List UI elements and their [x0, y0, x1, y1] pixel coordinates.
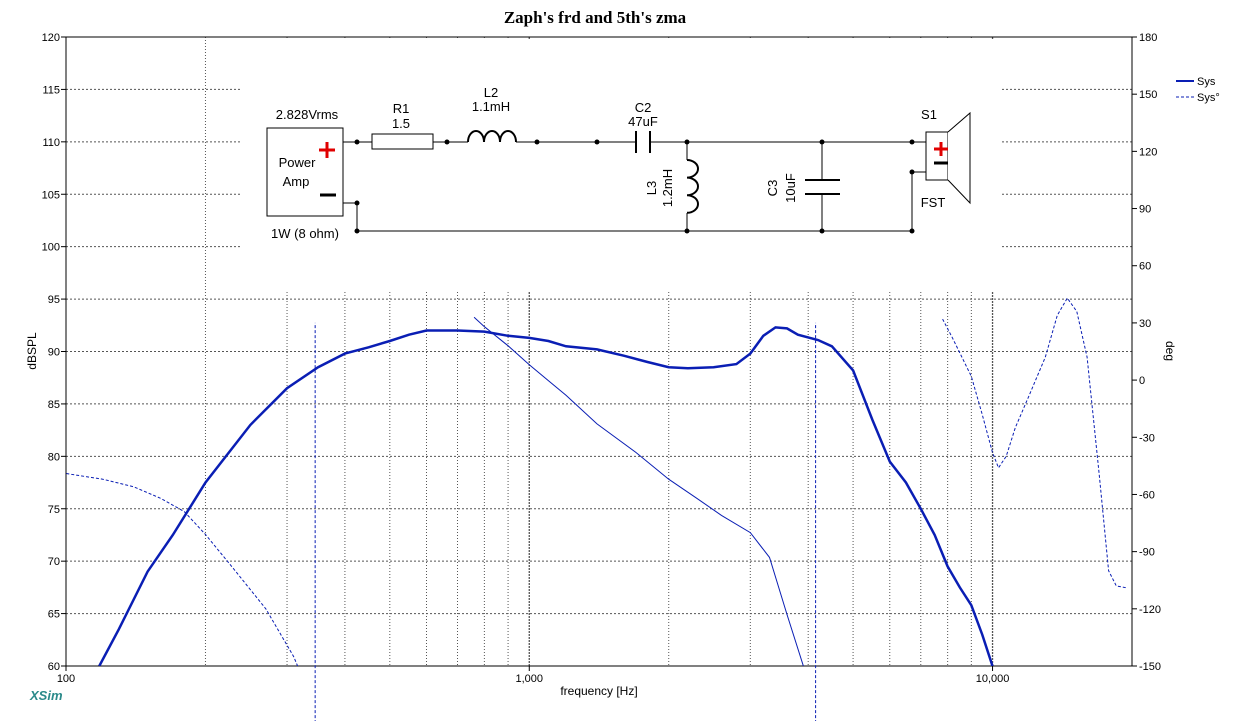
y2-tick-label: 180 — [1139, 32, 1157, 44]
legend-label-sys: Sys — [1197, 76, 1216, 88]
y-tick-label: 100 — [42, 242, 60, 254]
junction-dots — [354, 139, 915, 234]
y-tick-label: 85 — [48, 399, 60, 411]
x-tick-label: 100 — [57, 673, 75, 685]
amp-label-line2: Amp — [283, 174, 310, 189]
y-tick-label: 65 — [48, 609, 60, 621]
y-tick-label: 80 — [48, 451, 60, 463]
r1-value: 1.5 — [392, 116, 410, 131]
axis-ticks: 60 65 70 75 80 85 90 95 100 105 110 115 120 -150 -120 -… — [42, 32, 1161, 685]
y2-tick-label: -30 — [1139, 432, 1155, 444]
c2-name: C2 — [635, 100, 652, 115]
brand-label: XSim — [29, 688, 63, 703]
l3-name: L3 — [644, 181, 659, 195]
c3-capacitor — [805, 179, 840, 195]
amp-rating-label: 1W (8 ohm) — [271, 226, 339, 241]
legend: Sys Sys° — [1176, 76, 1220, 104]
grid-lines — [66, 37, 1132, 666]
y-tick-label: 115 — [42, 84, 60, 96]
y-tick-label: 120 — [42, 32, 60, 44]
y2-tick-label: -90 — [1139, 547, 1155, 559]
speaker-icon — [925, 111, 971, 205]
series-group — [66, 297, 1127, 721]
r1-resistor — [371, 133, 434, 150]
y-axis-title: dBSPL — [25, 332, 39, 370]
series-line-sys-phase — [942, 297, 1127, 589]
x-tick-label: 1,000 — [516, 673, 544, 685]
y2-tick-label: 30 — [1139, 318, 1151, 330]
amp-label-line1: Power — [279, 155, 317, 170]
y2-tick-label: -150 — [1139, 661, 1161, 673]
y-tick-label: 70 — [48, 556, 60, 568]
y2-tick-label: -60 — [1139, 489, 1155, 501]
y2-axis-title: deg — [1163, 341, 1177, 361]
y2-tick-label: 90 — [1139, 204, 1151, 216]
y-tick-label: 95 — [48, 294, 60, 306]
l2-name: L2 — [484, 85, 498, 100]
y2-tick-label: -120 — [1139, 604, 1161, 616]
l2-value: 1.1mH — [472, 99, 510, 114]
c2-capacitor — [635, 131, 651, 153]
power-amp-box — [266, 127, 344, 217]
y2-tick-label: 150 — [1139, 89, 1157, 101]
source-voltage-label: 2.828Vrms — [276, 107, 339, 122]
series-line-sys-phase — [473, 316, 804, 666]
y2-tick-label: 0 — [1139, 375, 1145, 387]
y-tick-label: 110 — [42, 137, 60, 149]
s1-type: FST — [921, 195, 946, 210]
c2-value: 47uF — [628, 114, 658, 129]
series-line-sys — [98, 326, 994, 666]
l2-inductor — [467, 130, 517, 143]
x-tick-label: 10,000 — [976, 673, 1010, 685]
s1-name: S1 — [921, 107, 937, 122]
crossover-schematic: 2.828Vrms Power Amp 1W (8 ohm) R1 1. — [266, 85, 971, 241]
r1-name: R1 — [393, 101, 410, 116]
series-line-sys-phase — [66, 472, 299, 666]
legend-label-sys-phase: Sys° — [1197, 92, 1220, 104]
l3-value: 1.2mH — [660, 169, 675, 207]
amp-plus-icon — [319, 142, 335, 158]
y-tick-label: 105 — [42, 189, 60, 201]
schematic-backdrop — [240, 40, 1000, 292]
x-axis-title: frequency [Hz] — [560, 684, 637, 698]
c3-name: C3 — [765, 180, 780, 197]
chart-title: Zaph's frd and 5th's zma — [504, 8, 687, 27]
y-tick-label: 75 — [48, 504, 60, 516]
y-tick-label: 60 — [48, 661, 60, 673]
y2-tick-label: 60 — [1139, 261, 1151, 273]
l3-inductor — [686, 159, 699, 214]
y-tick-label: 90 — [48, 347, 60, 359]
y2-tick-label: 120 — [1139, 146, 1157, 158]
c3-value: 10uF — [783, 173, 798, 203]
